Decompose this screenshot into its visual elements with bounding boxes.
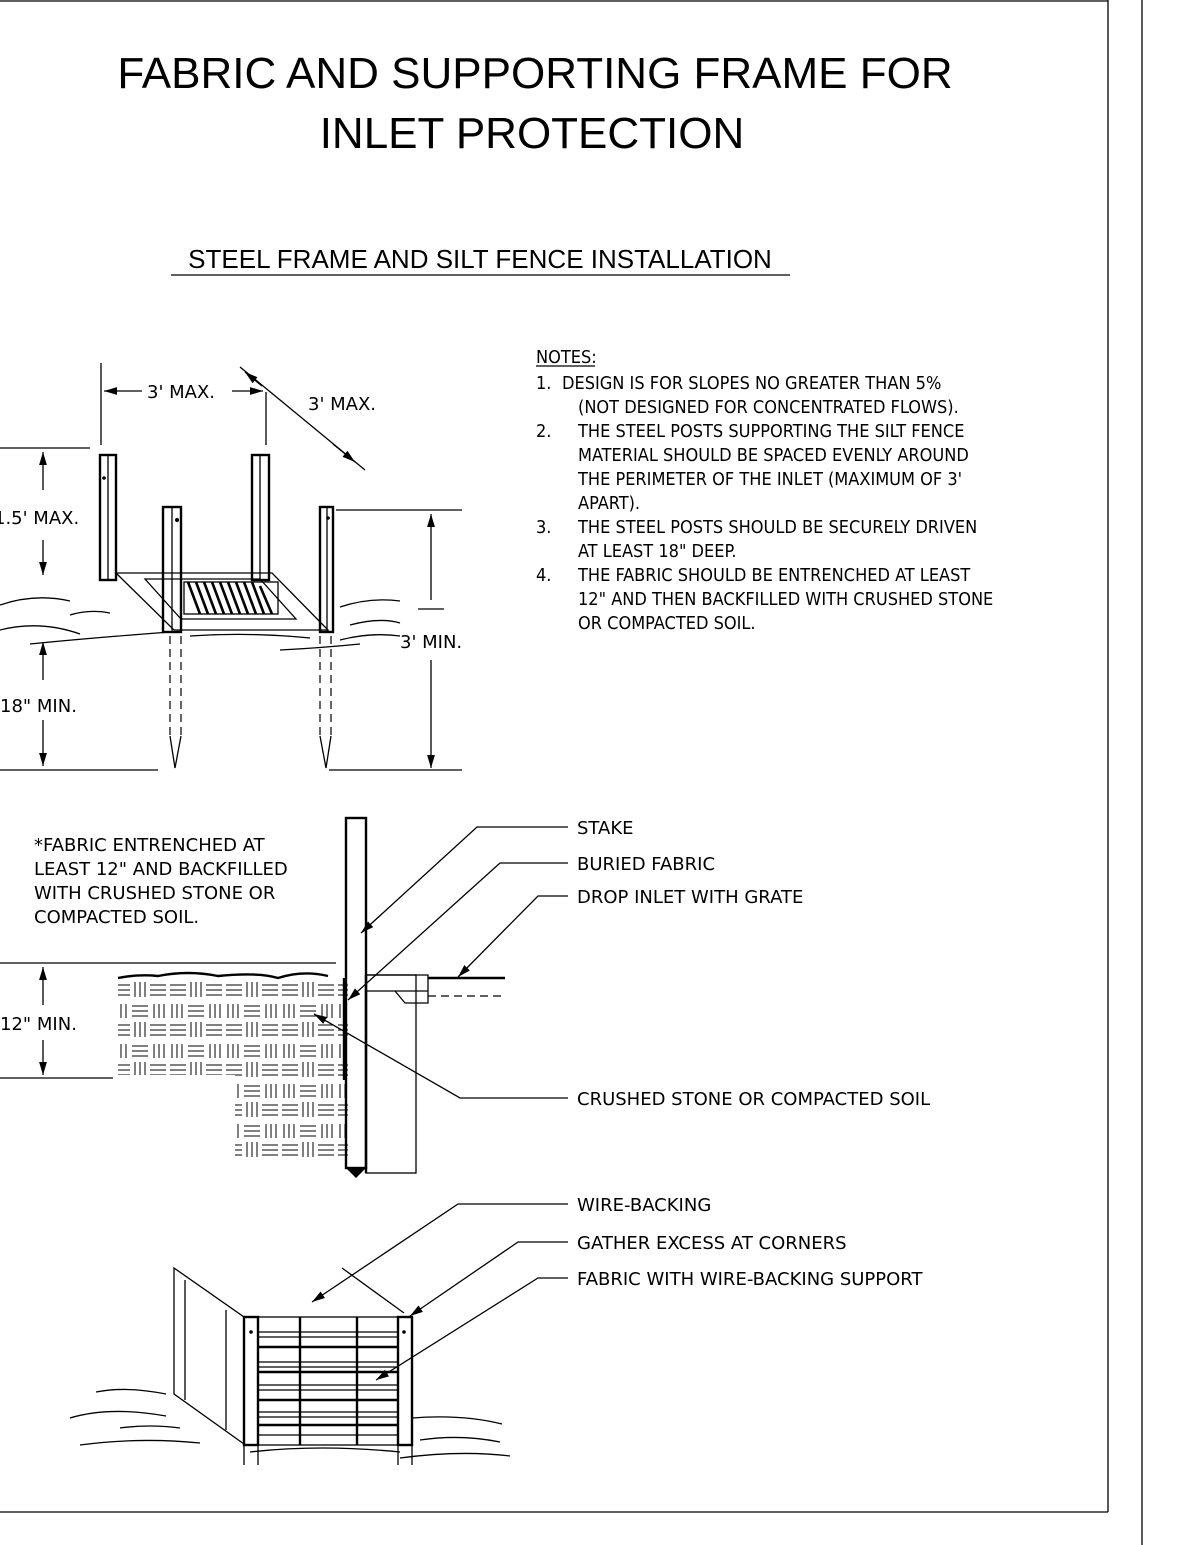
callout-stake: STAKE (577, 818, 634, 839)
notes-block: NOTES: 1. DESIGN IS FOR SLOPES NO GREATE… (536, 347, 993, 634)
section-note-line: COMPACTED SOIL. (34, 907, 199, 928)
callout-buried-fabric: BURIED FABRIC (577, 854, 715, 875)
section-note-line: *FABRIC ENTRENCHED AT (34, 835, 266, 856)
title-line-2: INLET PROTECTION (320, 109, 745, 158)
title-line-1: FABRIC AND SUPPORTING FRAME FOR (117, 49, 952, 98)
callout-drop-inlet: DROP INLET WITH GRATE (577, 887, 803, 908)
callout-gather-excess: GATHER EXCESS AT CORNERS (577, 1233, 847, 1254)
note-num-1: 1. (536, 373, 551, 394)
note-line: AT LEAST 18" DEEP. (578, 541, 737, 562)
section-note-line: WITH CRUSHED STONE OR (34, 883, 275, 904)
sheet-border (0, 0, 1143, 1545)
dim-height-min: 3' MIN. (400, 632, 462, 653)
note-line: (NOT DESIGNED FOR CONCENTRATED FLOWS). (578, 397, 959, 418)
dim-height-max: 1.5' MAX. (0, 508, 79, 529)
note-line: MATERIAL SHOULD BE SPACED EVENLY AROUND (578, 445, 969, 466)
section-subtitle: STEEL FRAME AND SILT FENCE INSTALLATION (188, 244, 772, 274)
callout-wire-backing: WIRE-BACKING (577, 1195, 711, 1216)
callout-fabric-support: FABRIC WITH WIRE-BACKING SUPPORT (577, 1269, 924, 1290)
dim-side-width: 3' MAX. (308, 394, 376, 415)
note-line: THE STEEL POSTS SHOULD BE SECURELY DRIVE… (577, 517, 977, 538)
callout-crushed-stone: CRUSHED STONE OR COMPACTED SOIL (577, 1089, 930, 1110)
isometric-frame-view: 3' MAX. 3' MAX. 1.5' MAX. (0, 363, 462, 771)
fabric-panel-view: WIRE-BACKING GATHER EXCESS AT CORNERS FA… (69, 1195, 924, 1465)
note-num-2: 2. (536, 421, 551, 442)
dim-trench-min: 12" MIN. (0, 1014, 77, 1035)
dim-depth-min: 18" MIN. (0, 696, 77, 717)
note-line: OR COMPACTED SOIL. (578, 613, 756, 634)
note-num-3: 3. (536, 517, 551, 538)
dim-top-width: 3' MAX. (147, 382, 215, 403)
note-line: 12" AND THEN BACKFILLED WITH CRUSHED STO… (578, 589, 993, 610)
notes-heading: NOTES: (536, 347, 597, 368)
note-line: DESIGN IS FOR SLOPES NO GREATER THAN 5% (562, 373, 941, 394)
note-line: THE STEEL POSTS SUPPORTING THE SILT FENC… (577, 421, 964, 442)
note-num-4: 4. (536, 565, 551, 586)
section-note-line: LEAST 12" AND BACKFILLED (34, 859, 288, 880)
note-line: THE FABRIC SHOULD BE ENTRENCHED AT LEAST (577, 565, 970, 586)
note-line: THE PERIMETER OF THE INLET (MAXIMUM OF 3… (577, 469, 962, 490)
note-line: APART). (578, 493, 640, 514)
section-view: *FABRIC ENTRENCHED AT LEAST 12" AND BACK… (0, 816, 930, 1178)
